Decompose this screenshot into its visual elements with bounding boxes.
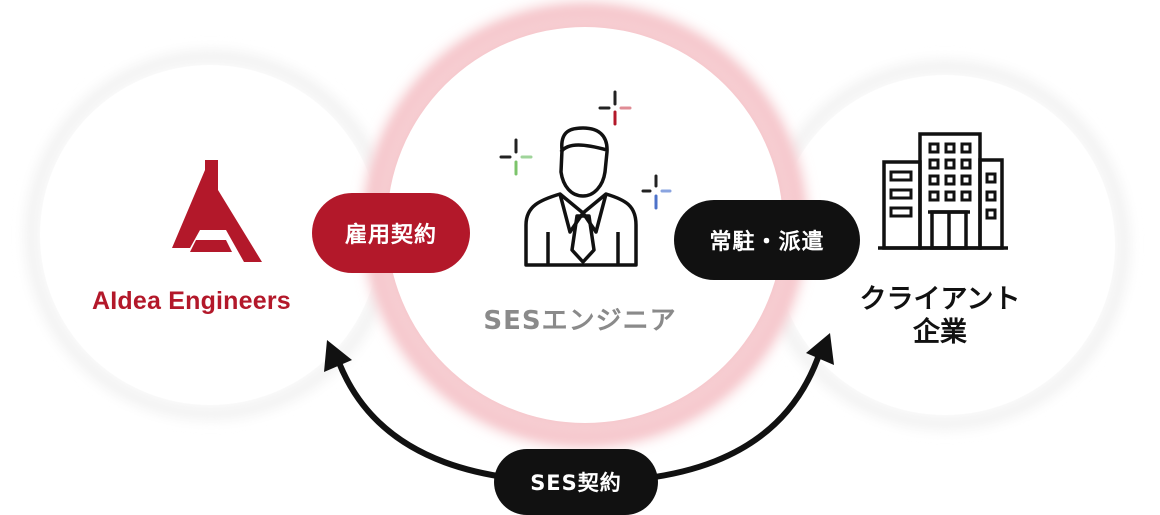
dispatch-badge: 常駐・派遣 <box>674 200 860 280</box>
ses-contract-badge: SES契約 <box>494 449 658 515</box>
client-label-line1: クライアント <box>859 284 1021 315</box>
employment-contract-badge: 雇用契約 <box>312 193 470 273</box>
sparkle-icon <box>499 90 672 210</box>
arrow-head-right <box>806 333 834 365</box>
arrow-head-left <box>324 340 352 372</box>
client-label-line2: 企業 <box>913 317 967 348</box>
company-brand-name: AIdea Engineers <box>92 287 291 315</box>
client-label: クライアント 企業 <box>820 283 1060 349</box>
aidea-a-logo-icon <box>172 160 262 262</box>
engineer-label: SESエンジニア <box>483 306 677 336</box>
engineer-person-icon <box>524 126 638 267</box>
office-building-icon <box>878 132 1008 250</box>
